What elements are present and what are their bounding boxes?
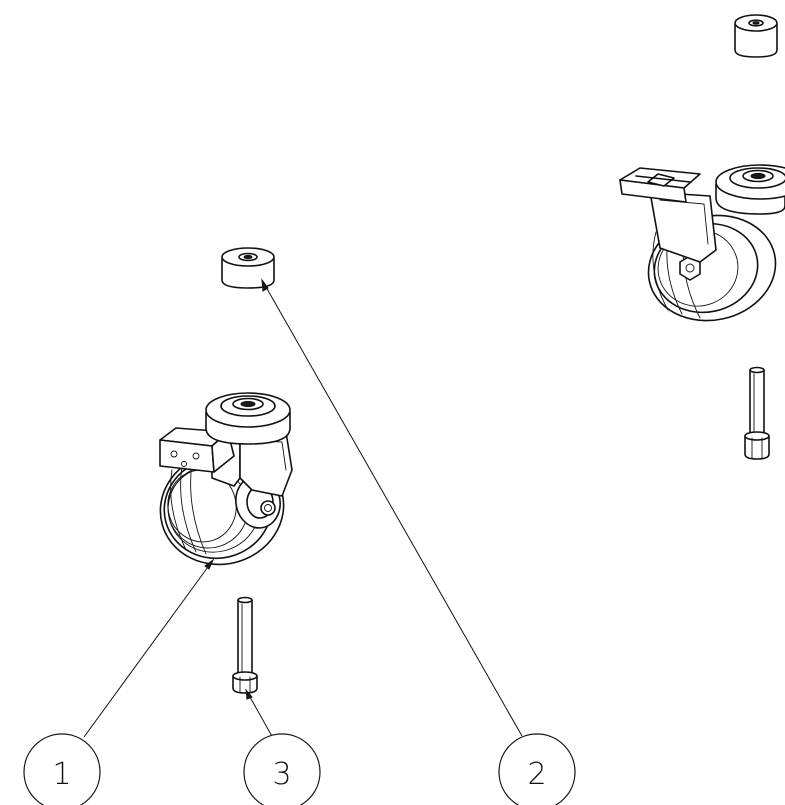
leader-line-1 <box>83 559 214 738</box>
leader-arrowhead-1 <box>204 558 215 570</box>
balloon-2: 2 <box>498 733 576 805</box>
balloon-3: 3 <box>243 733 321 805</box>
balloon-3-label: 3 <box>272 757 291 792</box>
leader-lines <box>83 278 523 739</box>
socket-head-bolt-secondary <box>744 366 770 460</box>
socket-head-bolt <box>232 596 258 694</box>
caster-wheel <box>159 392 293 566</box>
balloon-1-label: 1 <box>52 757 71 792</box>
balloon-1: 1 <box>23 733 101 805</box>
leader-arrowhead-2 <box>261 278 269 292</box>
balloon-2-label: 2 <box>527 757 546 792</box>
spacer-bushing <box>221 247 275 289</box>
leader-line-2 <box>261 279 523 737</box>
leader-arrowhead-3 <box>245 688 253 700</box>
spacer-bushing-secondary <box>734 14 778 58</box>
caster-wheel-secondary <box>619 164 785 322</box>
